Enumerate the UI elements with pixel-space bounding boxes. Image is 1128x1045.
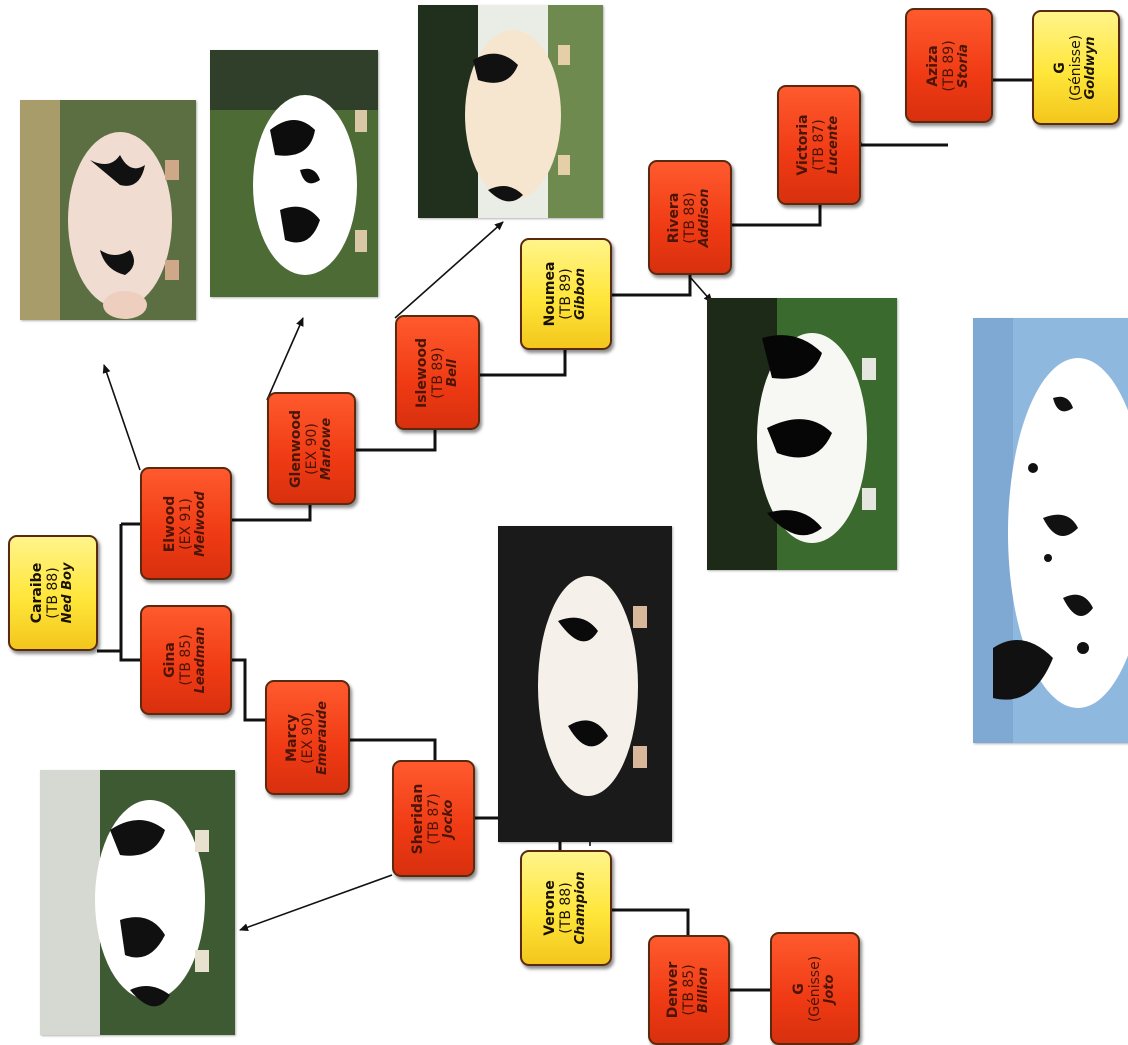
node-aziza: Aziza(TB 89)Storia	[905, 8, 993, 123]
cow-photo-noumea	[707, 298, 897, 570]
node-name: Victoria	[795, 114, 812, 176]
node-name: Marcy	[283, 713, 300, 762]
node-sire: Leadman	[193, 626, 209, 694]
node-name: Caraibe	[29, 562, 46, 624]
node-score: (EX 90)	[299, 711, 316, 764]
node-score: (TB 89)	[557, 268, 574, 320]
node-score: (TB 89)	[940, 39, 957, 92]
cow-photo-verone	[498, 526, 672, 842]
node-score: (TB 85)	[680, 964, 697, 1016]
node-score: (EX 91)	[177, 497, 194, 550]
node-score: (TB 89)	[429, 346, 446, 399]
node-name: G	[791, 982, 808, 995]
node-score: (TB 88)	[44, 567, 61, 619]
node-name: Gina	[162, 642, 179, 678]
node-caraibe: Caraibe(TB 88)Ned Boy	[8, 535, 98, 651]
node-sire: Gibbon	[573, 268, 589, 320]
node-score: (Génisse)	[1067, 34, 1084, 101]
node-score: (TB 88)	[681, 191, 698, 244]
cow-photo-aziza	[973, 318, 1128, 743]
node-rivera: Rivera(TB 88)Addison	[648, 160, 732, 275]
node-verone: Verone(TB 88)Champion	[520, 850, 612, 966]
node-name: Glenwood	[287, 409, 304, 488]
node-islewood: Islewood(TB 89)Bell	[395, 315, 480, 430]
node-sire: Marlowe	[318, 417, 334, 480]
node-name: Verone	[542, 880, 559, 936]
node-name: Noumea	[542, 261, 559, 327]
node-marcy: Marcy(EX 90)Emeraude	[265, 680, 350, 795]
node-score: (TB 87)	[810, 119, 827, 171]
node-sire: Storia	[956, 43, 972, 88]
node-sire: Emeraude	[314, 700, 330, 775]
node-sire: Lucente	[826, 115, 842, 175]
cow-photo-sheridan	[40, 770, 235, 1035]
node-sire: Bell	[444, 358, 460, 387]
node-name: Elwood	[162, 495, 179, 552]
photo-caption: Aziza	[1028, 545, 1048, 594]
cow-photo-glenwood	[210, 50, 378, 297]
node-noumea: Noumea(TB 89)Gibbon	[520, 238, 612, 350]
node-sire: Billion	[696, 967, 712, 1013]
node-sire: Champion	[573, 871, 589, 945]
node-score: (TB 85)	[177, 634, 194, 686]
node-sire: Ned Boy	[60, 562, 76, 624]
cow-photo-islewood	[418, 5, 603, 218]
node-sire: Addison	[697, 188, 713, 247]
node-score: (Génisse)	[806, 955, 823, 1022]
node-sire: Jocko	[440, 799, 456, 838]
node-victoria: Victoria(TB 87)Lucente	[777, 85, 861, 205]
node-g-aziza: G(Génisse)Goldwyn	[1032, 10, 1120, 125]
node-name: Aziza	[925, 44, 942, 87]
node-gina: Gina(TB 85)Leadman	[140, 605, 232, 715]
node-name: Rivera	[666, 192, 683, 243]
node-g-denver: G(Génisse)Joto	[770, 932, 860, 1045]
node-sheridan: Sheridan(TB 87)Jocko	[392, 760, 475, 877]
node-name: G	[1052, 61, 1069, 74]
node-score: (TB 87)	[425, 792, 442, 845]
node-sire: Melwood	[193, 490, 209, 557]
node-sire: Joto	[822, 974, 838, 1003]
node-name: Sheridan	[409, 783, 426, 854]
node-score: (EX 90)	[303, 422, 320, 475]
cow-photo-elwood	[20, 100, 196, 320]
node-score: (TB 88)	[557, 882, 574, 934]
node-denver: Denver(TB 85)Billion	[648, 935, 730, 1045]
node-sire: Goldwyn	[1083, 35, 1099, 100]
node-name: Denver	[665, 961, 682, 1019]
node-name: Islewood	[413, 337, 430, 408]
node-elwood: Elwood(EX 91)Melwood	[140, 467, 232, 580]
node-glenwood: Glenwood(EX 90)Marlowe	[267, 392, 356, 505]
